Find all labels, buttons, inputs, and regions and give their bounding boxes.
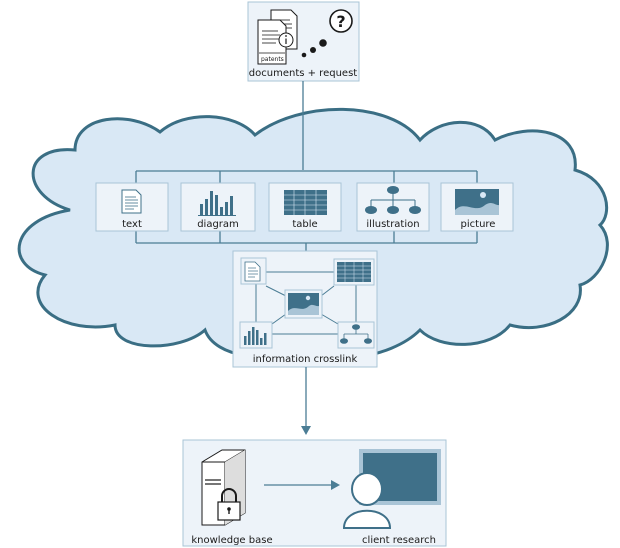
category-illustration: illustration xyxy=(356,182,430,232)
category-label: picture xyxy=(461,219,496,230)
landscape-picture-icon xyxy=(455,189,499,215)
category-table: table xyxy=(268,182,342,232)
documents-request-label: documents + request xyxy=(249,68,357,79)
landscape-picture-icon xyxy=(284,289,323,319)
table-icon xyxy=(284,190,327,215)
category-text: text xyxy=(95,182,169,232)
bar-chart-icon xyxy=(239,321,273,349)
category-label: table xyxy=(292,219,317,230)
information-crosslink-label: information crosslink xyxy=(253,354,358,365)
thought-bubble-icon xyxy=(301,39,327,58)
documents-request-box: patents ? documents + request xyxy=(247,1,360,82)
question-icon: ? xyxy=(329,9,353,33)
org-chart-icon xyxy=(337,321,375,349)
patents-label: patents xyxy=(261,56,284,63)
category-label: text xyxy=(122,219,142,230)
category-picture: picture xyxy=(440,182,514,232)
user-icon xyxy=(342,472,392,529)
knowledge-base-label: knowledge base xyxy=(191,535,272,546)
question-mark: ? xyxy=(336,12,345,31)
info-icon xyxy=(278,32,294,48)
arrow-right-icon xyxy=(331,480,340,490)
org-chart-icon xyxy=(365,186,421,214)
information-crosslink-box: information crosslink xyxy=(232,250,378,368)
lock-icon xyxy=(217,488,241,521)
bottom-box: knowledge base client research xyxy=(182,439,447,547)
text-document-icon xyxy=(240,257,267,285)
client-research-label: client research xyxy=(362,535,436,546)
bar-chart-icon xyxy=(198,191,236,216)
category-label: illustration xyxy=(366,219,419,230)
text-document-icon xyxy=(121,189,142,214)
arrow-down-icon xyxy=(301,426,311,435)
category-label: diagram xyxy=(197,219,239,230)
category-diagram: diagram xyxy=(180,182,256,232)
table-icon xyxy=(333,258,375,286)
